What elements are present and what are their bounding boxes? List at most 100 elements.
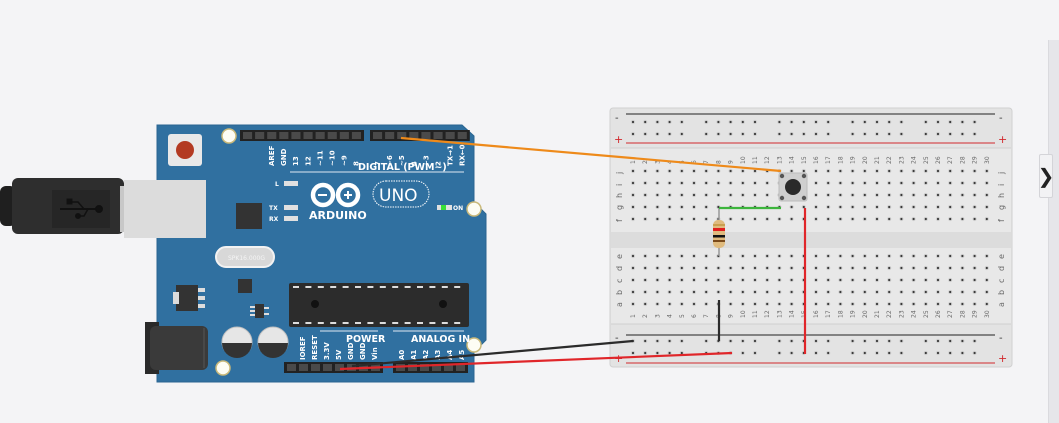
- breadboard-hole[interactable]: [935, 192, 941, 198]
- breadboard-hole[interactable]: [679, 168, 684, 174]
- breadboard-hole[interactable]: [935, 204, 941, 210]
- breadboard-hole[interactable]: [960, 338, 965, 344]
- breadboard-hole[interactable]: [850, 253, 855, 259]
- breadboard-hole[interactable]: [704, 204, 709, 210]
- breadboard-hole[interactable]: [691, 253, 697, 259]
- breadboard-hole[interactable]: [691, 204, 697, 210]
- breadboard-hole[interactable]: [911, 301, 916, 307]
- breadboard-hole[interactable]: [984, 168, 989, 174]
- breadboard-hole[interactable]: [801, 168, 806, 174]
- breadboard-hole[interactable]: [740, 301, 745, 307]
- breadboard-hole[interactable]: [948, 253, 953, 259]
- breadboard-hole[interactable]: [667, 204, 672, 210]
- breadboard-hole[interactable]: [704, 338, 709, 344]
- breadboard-hole[interactable]: [874, 338, 880, 344]
- breadboard-hole[interactable]: [911, 192, 916, 198]
- breadboard-hole[interactable]: [935, 180, 941, 186]
- breadboard-hole[interactable]: [740, 180, 745, 186]
- breadboard-hole[interactable]: [850, 168, 855, 174]
- breadboard-hole[interactable]: [704, 216, 709, 222]
- breadboard-hole[interactable]: [655, 350, 660, 356]
- reset-button[interactable]: [168, 134, 202, 166]
- wire-red-5v-to-rail[interactable]: [339, 351, 733, 371]
- breadboard-hole[interactable]: [679, 265, 684, 271]
- breadboard-hole[interactable]: [667, 338, 672, 344]
- breadboard-hole[interactable]: [838, 216, 843, 222]
- header-pin[interactable]: [339, 132, 349, 139]
- breadboard-hole[interactable]: [655, 204, 660, 210]
- breadboard-hole[interactable]: [862, 119, 867, 125]
- breadboard-hole[interactable]: [765, 301, 770, 307]
- header-pin[interactable]: [335, 364, 344, 371]
- breadboard-hole[interactable]: [740, 119, 745, 125]
- breadboard-hole[interactable]: [984, 253, 989, 259]
- breadboard-hole[interactable]: [948, 180, 953, 186]
- breadboard-hole[interactable]: [935, 289, 941, 295]
- breadboard-hole[interactable]: [899, 265, 904, 271]
- breadboard-hole[interactable]: [716, 168, 721, 174]
- breadboard-hole[interactable]: [643, 350, 648, 356]
- breadboard-hole[interactable]: [667, 277, 672, 283]
- breadboard-hole[interactable]: [923, 131, 928, 137]
- breadboard-hole[interactable]: [655, 338, 660, 344]
- header-pin[interactable]: [299, 364, 308, 371]
- breadboard-hole[interactable]: [960, 168, 965, 174]
- breadboard-hole[interactable]: [838, 180, 843, 186]
- breadboard-hole[interactable]: [874, 216, 880, 222]
- breadboard-hole[interactable]: [789, 277, 794, 283]
- breadboard-hole[interactable]: [899, 204, 904, 210]
- breadboard-hole[interactable]: [899, 216, 904, 222]
- breadboard-hole[interactable]: [862, 265, 867, 271]
- breadboard-hole[interactable]: [728, 265, 733, 271]
- breadboard-hole[interactable]: [887, 265, 892, 271]
- breadboard-hole[interactable]: [813, 192, 819, 198]
- breadboard-hole[interactable]: [923, 168, 928, 174]
- breadboard-hole[interactable]: [813, 253, 819, 259]
- wire-orange-pin5-to-button[interactable]: [400, 136, 782, 173]
- breadboard-hole[interactable]: [948, 338, 953, 344]
- breadboard-hole[interactable]: [655, 265, 660, 271]
- header-pin[interactable]: [303, 132, 313, 139]
- breadboard-hole[interactable]: [826, 265, 831, 271]
- breadboard-hole[interactable]: [691, 192, 697, 198]
- breadboard-hole[interactable]: [716, 180, 721, 186]
- breadboard-hole[interactable]: [972, 216, 977, 222]
- breadboard-hole[interactable]: [899, 350, 904, 356]
- breadboard-hole[interactable]: [643, 301, 648, 307]
- breadboard-hole[interactable]: [765, 265, 770, 271]
- breadboard-hole[interactable]: [777, 119, 782, 125]
- breadboard-hole[interactable]: [838, 289, 843, 295]
- breadboard-hole[interactable]: [838, 265, 843, 271]
- breadboard-hole[interactable]: [923, 350, 928, 356]
- breadboard-hole[interactable]: [862, 253, 867, 259]
- breadboard-hole[interactable]: [752, 192, 758, 198]
- breadboard-hole[interactable]: [862, 180, 867, 186]
- breadboard-hole[interactable]: [960, 131, 965, 137]
- breadboard-hole[interactable]: [862, 301, 867, 307]
- breadboard-hole[interactable]: [704, 277, 709, 283]
- breadboard-hole[interactable]: [923, 204, 928, 210]
- breadboard-hole[interactable]: [838, 168, 843, 174]
- breadboard-hole[interactable]: [960, 180, 965, 186]
- breadboard-hole[interactable]: [643, 289, 648, 295]
- breadboard-hole[interactable]: [984, 192, 989, 198]
- breadboard-hole[interactable]: [740, 253, 745, 259]
- breadboard-hole[interactable]: [850, 350, 855, 356]
- breadboard-hole[interactable]: [935, 119, 941, 125]
- breadboard-hole[interactable]: [826, 216, 831, 222]
- breadboard-hole[interactable]: [826, 253, 831, 259]
- breadboard-hole[interactable]: [960, 192, 965, 198]
- header-pin[interactable]: [421, 132, 431, 139]
- breadboard-hole[interactable]: [667, 131, 672, 137]
- breadboard-hole[interactable]: [801, 131, 806, 137]
- breadboard-hole[interactable]: [862, 131, 867, 137]
- breadboard-hole[interactable]: [960, 301, 965, 307]
- header-pin[interactable]: [351, 132, 361, 139]
- breadboard-hole[interactable]: [972, 131, 977, 137]
- header-pin[interactable]: [397, 132, 407, 139]
- breadboard-hole[interactable]: [960, 289, 965, 295]
- breadboard-hole[interactable]: [972, 301, 977, 307]
- breadboard-hole[interactable]: [935, 253, 941, 259]
- breadboard-hole[interactable]: [887, 216, 892, 222]
